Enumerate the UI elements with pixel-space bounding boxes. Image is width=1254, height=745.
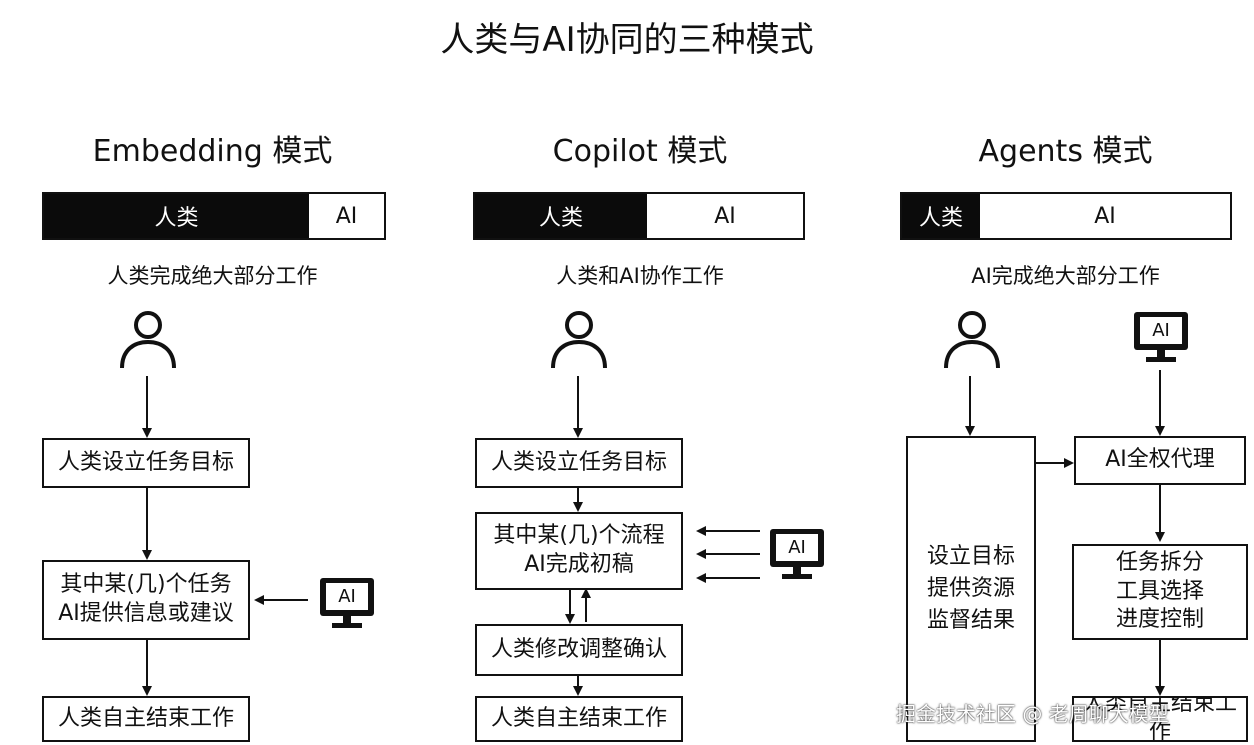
step-text: 其中某(几)个任务: [60, 572, 232, 598]
mode-title-embedding: Embedding 模式: [92, 134, 333, 169]
supervision-text: 监督结果: [926, 607, 1015, 633]
step-text: 人类自主结束工作: [1082, 696, 1237, 742]
step-text: 进度控制: [1115, 607, 1204, 633]
ratio-human-segment: 人类: [902, 194, 980, 238]
ratio-ai-segment: AI: [647, 194, 803, 238]
step-text: 工具选择: [1115, 578, 1204, 604]
step-text: AI全权代理: [1105, 447, 1215, 473]
ratio-human-segment: 人类: [475, 194, 647, 238]
step-text: 人类修改调整确认: [490, 636, 667, 662]
ratio-bar-agents: 人类 AI: [900, 192, 1232, 240]
human-supervision-box: 设立目标 提供资源 监督结果: [906, 436, 1036, 742]
monitor-icon: AI: [318, 576, 376, 632]
supervision-text: 设立目标: [926, 544, 1015, 570]
ratio-human-segment: 人类: [44, 194, 309, 238]
step-text: AI完成初稿: [524, 552, 634, 577]
step-box-task-breakdown: 任务拆分 工具选择 进度控制: [1072, 544, 1248, 640]
step-box-set-goal: 人类设立任务目标: [475, 438, 683, 488]
step-text: 人类设立任务目标: [490, 449, 667, 475]
monitor-icon: AI: [768, 527, 826, 583]
person-icon: [120, 311, 176, 369]
step-box-ai-agent: AI全权代理: [1074, 436, 1246, 485]
step-text: 人类设立任务目标: [57, 449, 234, 475]
mode-title-agents: Agents 模式: [978, 134, 1153, 169]
ratio-ai-segment: AI: [309, 194, 384, 238]
monitor-icon: AI: [1132, 310, 1190, 366]
step-box-finish: 人类自主结束工作: [1072, 696, 1248, 742]
step-box-ai-suggestions: 其中某(几)个任务 AI提供信息或建议: [42, 560, 250, 640]
person-icon: [944, 311, 1000, 369]
ratio-ai-segment: AI: [980, 194, 1230, 238]
mode-description-agents: AI完成绝大部分工作: [971, 264, 1160, 288]
step-text: 人类自主结束工作: [490, 705, 667, 731]
step-text: 任务拆分: [1115, 550, 1204, 576]
step-box-set-goal: 人类设立任务目标: [42, 438, 250, 488]
page-title: 人类与AI协同的三种模式: [440, 20, 814, 60]
monitor-label: AI: [338, 586, 356, 607]
monitor-label: AI: [1152, 320, 1170, 341]
monitor-label: AI: [788, 537, 806, 558]
mode-description-embedding: 人类完成绝大部分工作: [107, 264, 318, 288]
step-box-finish: 人类自主结束工作: [42, 696, 250, 742]
mode-description-copilot: 人类和AI协作工作: [556, 264, 724, 288]
person-icon: [551, 311, 607, 369]
step-text: 人类自主结束工作: [57, 705, 234, 731]
ratio-bar-copilot: 人类 AI: [473, 192, 805, 240]
ratio-bar-embedding: 人类 AI: [42, 192, 386, 240]
supervision-text: 提供资源: [926, 576, 1015, 602]
step-box-ai-draft: 其中某(几)个流程 AI完成初稿: [475, 512, 683, 590]
step-text: AI提供信息或建议: [58, 601, 234, 626]
mode-title-copilot: Copilot 模式: [552, 134, 728, 169]
step-box-finish: 人类自主结束工作: [475, 696, 683, 742]
watermark: 掘金技术社区 @ 老周聊大模型: [896, 702, 1169, 726]
step-text: 其中某(几)个流程: [493, 523, 665, 549]
step-box-human-review: 人类修改调整确认: [475, 624, 683, 676]
